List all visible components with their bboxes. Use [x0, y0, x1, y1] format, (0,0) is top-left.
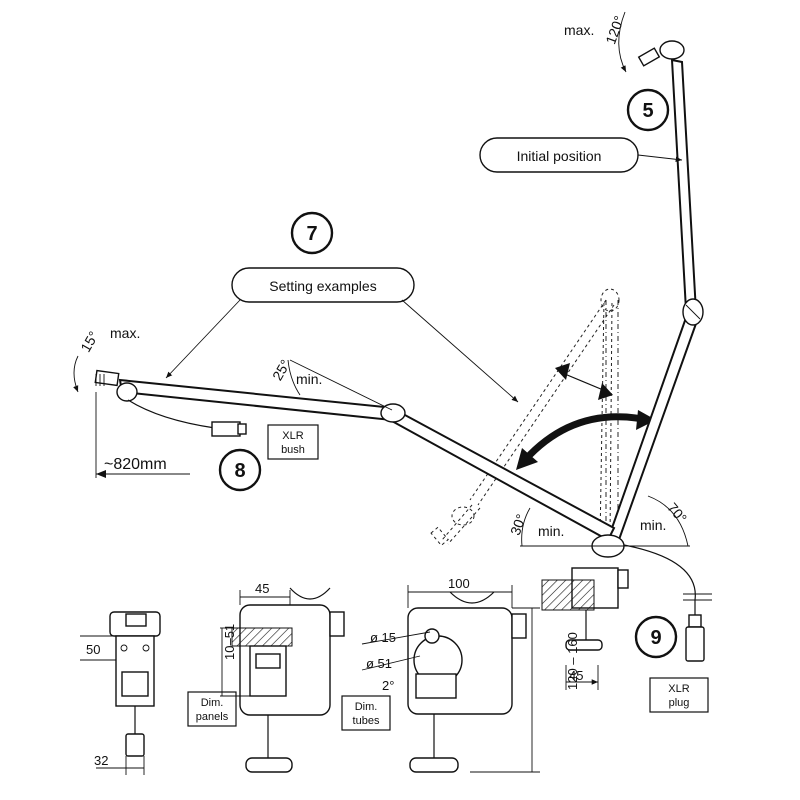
clamp-panel-side-view: 45 10–51 [220, 581, 345, 773]
angle-base-left: 30° min. [507, 507, 600, 547]
angle-mid-value: 25° [269, 357, 293, 383]
callout-8: 8 [218, 448, 262, 492]
angle-top-max-label: max. [564, 22, 594, 38]
tube-clamp-knob [409, 757, 459, 773]
front-width-label: 32 [94, 753, 108, 768]
dim-panels-box: Dim. panels [187, 691, 237, 727]
angle-base-left-value: 30° [507, 512, 529, 537]
angle-mid-min-label: min. [296, 371, 322, 387]
mic-connector-top [637, 47, 661, 67]
angle-base-right-min-label: min. [640, 517, 666, 533]
svg-text:plug: plug [669, 697, 690, 709]
angle-top-value: 120° [602, 14, 627, 47]
svg-text:7: 7 [306, 223, 317, 245]
cable-to-xlr-plug [623, 544, 696, 601]
adjust-arrow-small [555, 363, 613, 400]
svg-text:XLR: XLR [668, 683, 689, 695]
arm-joint-left [116, 382, 138, 402]
xlr-plug-box: XLR plug [649, 677, 709, 713]
svg-text:5: 5 [642, 100, 653, 122]
angle-left-max-label: max. [110, 325, 140, 341]
adjust-arrow-large [516, 410, 656, 470]
dim-tubes-box: Dim. tubes [341, 695, 391, 731]
overall-height-label: 120 – 160 [565, 632, 580, 690]
ghost-joint-upper [600, 288, 620, 312]
clamp-knob [565, 639, 603, 651]
left-arm [94, 369, 616, 542]
angle-base-right-value: 70° [664, 499, 690, 526]
panel-range-label: 10–51 [222, 624, 237, 660]
angle-base-left-min-label: min. [538, 523, 564, 539]
svg-text:tubes: tubes [353, 715, 380, 727]
reach-dimension: ~820mm [95, 392, 190, 478]
svg-text:panels: panels [196, 711, 229, 723]
callout-9: 9 [634, 615, 678, 659]
clamp-width-label: 45 [255, 581, 269, 596]
xlr-plug-connector [685, 626, 705, 662]
tube-angle-label: 2° [382, 678, 394, 693]
angle-top-max: max. 120° [564, 11, 627, 73]
reach-dimension-label: ~820mm [104, 456, 167, 473]
base-clamp-assembly [541, 534, 712, 690]
callout-5: 5 [626, 88, 670, 132]
ghost-mic-connector [430, 526, 449, 547]
svg-text:8: 8 [234, 460, 245, 482]
setting-examples-pill: Setting examples [165, 267, 519, 403]
clamp-front-view: 50 32 [80, 611, 161, 775]
tube-width-label: 100 [448, 576, 470, 591]
base-clamp-width-label: 45 [569, 668, 583, 683]
xlr-bush-connector [211, 421, 241, 437]
setting-examples-label: Setting examples [269, 278, 376, 294]
clamp-tube-side-view: 100 ø 15 ø 51 2° 120 – 160 [361, 576, 580, 773]
callout-7: 7 [290, 211, 334, 255]
ghost-joint-lower [451, 506, 475, 526]
arm-joint-middle [380, 403, 406, 423]
cable-to-xlr-bush [127, 399, 216, 429]
initial-position-pill: Initial position [479, 137, 683, 173]
svg-text:Dim.: Dim. [201, 697, 224, 709]
svg-text:9: 9 [650, 627, 661, 649]
clamp-panel-section [541, 579, 595, 611]
svg-text:bush: bush [281, 444, 305, 456]
initial-position-label: Initial position [517, 148, 602, 164]
arm-joint-top [659, 40, 685, 60]
angle-left-value: 15° [77, 328, 101, 354]
panel-clamp-knob [245, 757, 293, 773]
xlr-bush-box: XLR bush [267, 424, 319, 460]
mic-connector-left [94, 369, 120, 387]
svg-text:Dim.: Dim. [355, 701, 378, 713]
tube-d51-label: ø 51 [366, 656, 392, 671]
front-height-label: 50 [86, 642, 100, 657]
svg-text:XLR: XLR [282, 430, 303, 442]
tube-d15-label: ø 15 [370, 630, 396, 645]
